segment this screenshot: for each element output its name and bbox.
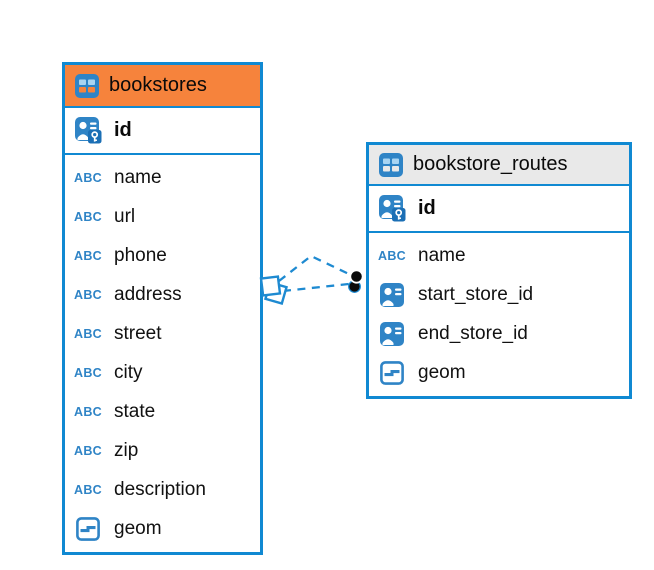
column-row-description[interactable]: ABC description — [65, 470, 260, 509]
column-name: city — [114, 361, 143, 383]
primary-key-icon — [74, 117, 101, 144]
text-type-icon: ABC — [74, 170, 102, 185]
reference-type-icon — [380, 282, 404, 307]
entity-table-bookstores[interactable]: bookstores id ABC — [62, 62, 263, 555]
column-name: address — [114, 283, 182, 305]
column-row-name[interactable]: ABC name — [65, 158, 260, 197]
column-name: start_store_id — [418, 283, 534, 305]
column-name: description — [114, 478, 206, 500]
text-type-icon: ABC — [74, 443, 102, 458]
primary-key-row[interactable]: id — [369, 186, 629, 233]
relationship-target-marker-dots[interactable] — [348, 269, 364, 293]
table-name: bookstores — [109, 74, 207, 96]
column-name: url — [114, 205, 136, 227]
table-name: bookstore_routes — [413, 153, 568, 175]
column-row-geom[interactable]: geom — [369, 353, 629, 392]
primary-key-icon — [378, 195, 405, 222]
column-row-name[interactable]: ABC name — [369, 236, 629, 275]
table-header-bookstore-routes[interactable]: bookstore_routes — [369, 145, 629, 186]
column-name: state — [114, 400, 156, 422]
text-type-icon: ABC — [74, 326, 102, 341]
text-type-icon: ABC — [74, 365, 102, 380]
column-list: ABC name ABC url ABC phone ABC address A… — [65, 155, 260, 552]
relationship-line-lower[interactable] — [282, 282, 350, 293]
column-row-start-store-id[interactable]: start_store_id — [369, 275, 629, 314]
geometry-type-icon — [380, 360, 404, 385]
geometry-type-icon — [76, 516, 100, 541]
column-row-zip[interactable]: ABC zip — [65, 431, 260, 470]
column-name: geom — [418, 361, 466, 383]
column-row-state[interactable]: ABC state — [65, 392, 260, 431]
column-row-url[interactable]: ABC url — [65, 197, 260, 236]
column-name: name — [114, 166, 162, 188]
column-row-address[interactable]: ABC address — [65, 275, 260, 314]
primary-key-name: id — [418, 197, 436, 219]
text-type-icon: ABC — [74, 248, 102, 263]
column-row-city[interactable]: ABC city — [65, 353, 260, 392]
primary-key-name: id — [114, 119, 132, 141]
column-name: zip — [114, 439, 139, 461]
column-row-phone[interactable]: ABC phone — [65, 236, 260, 275]
column-row-street[interactable]: ABC street — [65, 314, 260, 353]
column-name: end_store_id — [418, 322, 528, 344]
relationship-source-marker-squares[interactable] — [259, 275, 288, 305]
text-type-icon: ABC — [378, 248, 406, 263]
column-name: street — [114, 322, 162, 344]
reference-type-icon — [380, 321, 404, 346]
primary-key-row[interactable]: id — [65, 108, 260, 155]
column-row-end-store-id[interactable]: end_store_id — [369, 314, 629, 353]
table-icon — [75, 73, 99, 98]
column-name: phone — [114, 244, 167, 266]
text-type-icon: ABC — [74, 482, 102, 497]
relationship-line-upper[interactable] — [278, 254, 352, 282]
column-row-geom[interactable]: geom — [65, 509, 260, 548]
text-type-icon: ABC — [74, 209, 102, 224]
entity-table-bookstore-routes[interactable]: bookstore_routes id ABC — [366, 142, 632, 399]
text-type-icon: ABC — [74, 287, 102, 302]
column-name: geom — [114, 517, 162, 539]
table-header-bookstores[interactable]: bookstores — [65, 65, 260, 108]
table-icon — [379, 152, 403, 177]
column-name: name — [418, 244, 466, 266]
column-list: ABC name start_store_id — [369, 233, 629, 396]
text-type-icon: ABC — [74, 404, 102, 419]
